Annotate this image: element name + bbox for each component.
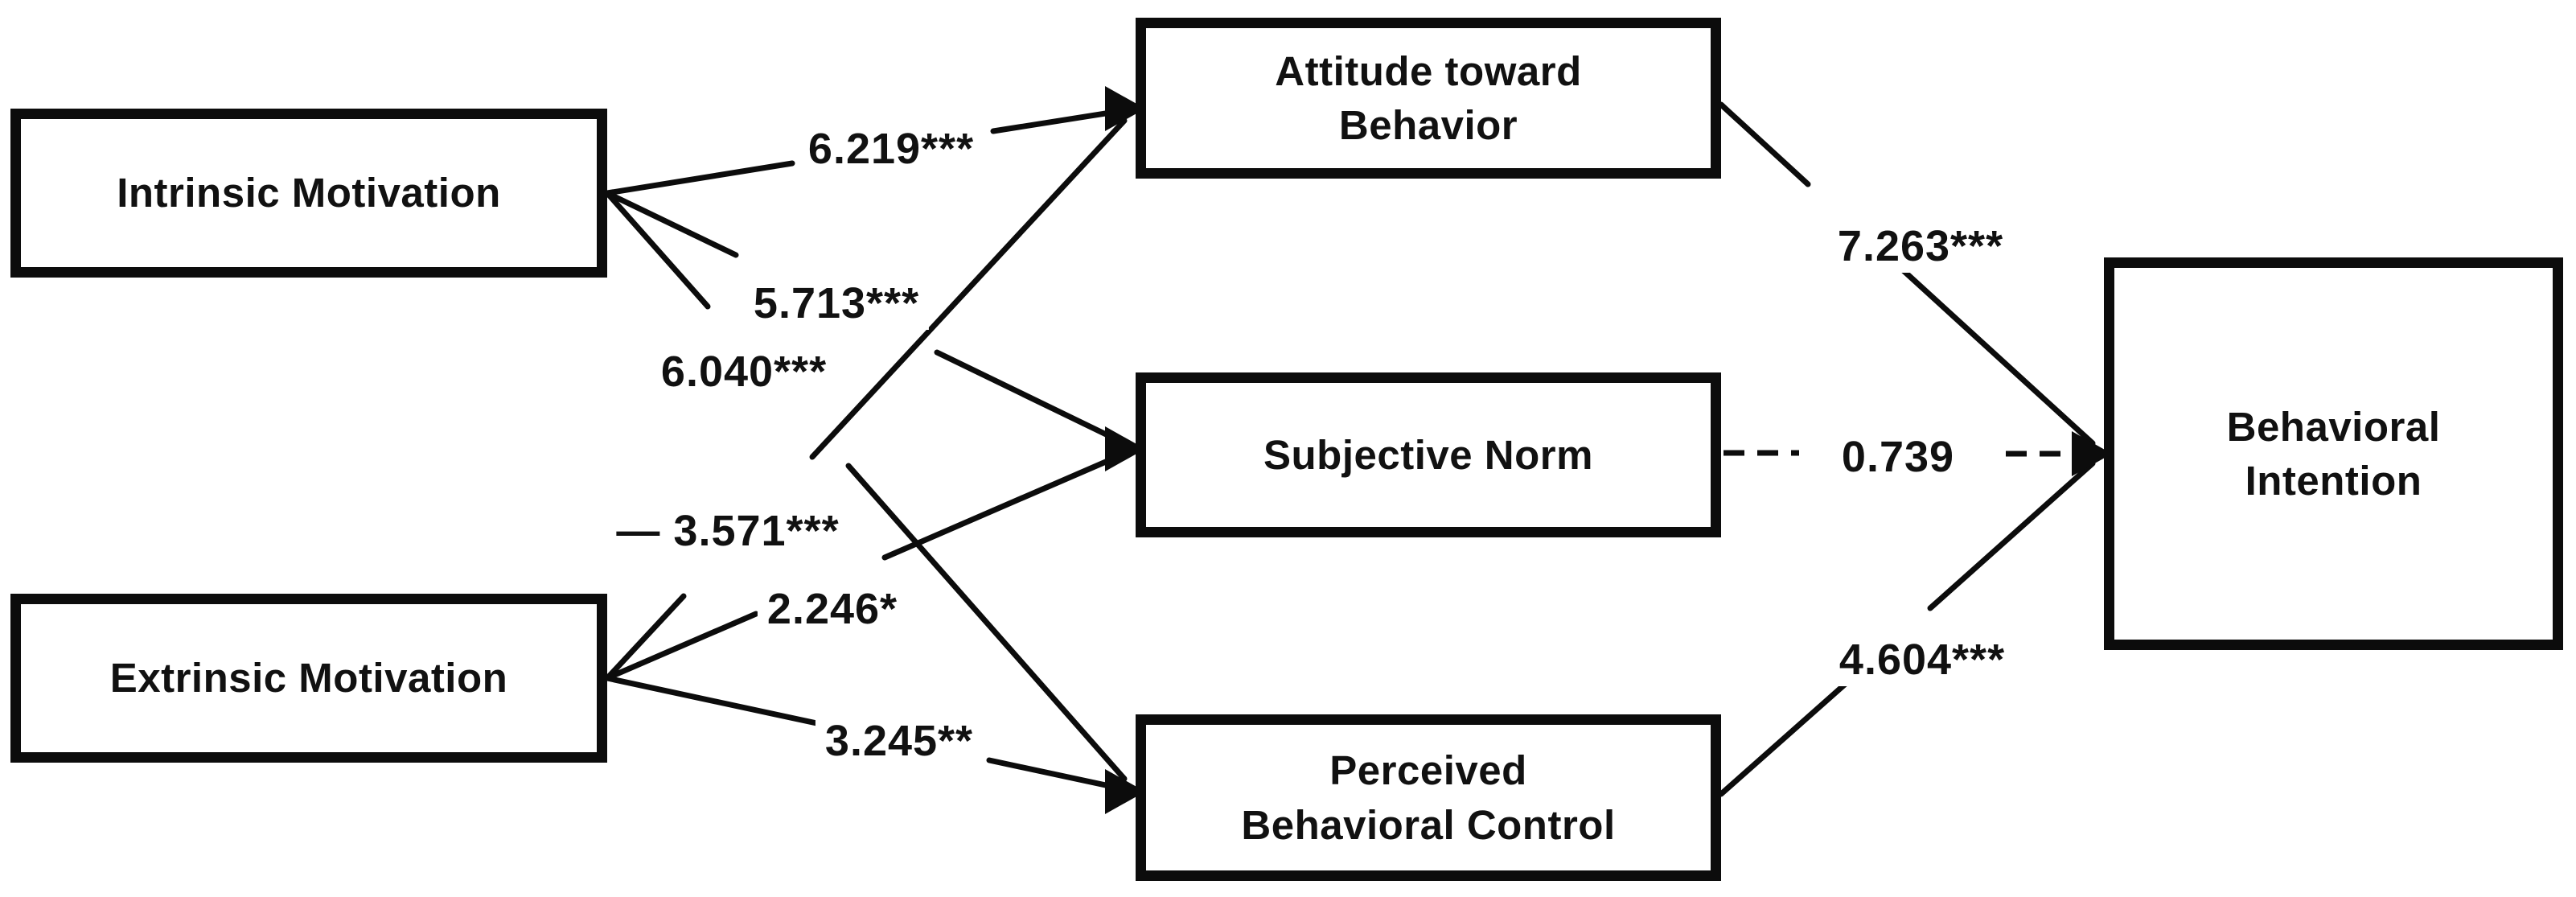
coefficient-intrinsic-pbc: 6.040*** — [651, 345, 837, 398]
node-perceived-behavioral-control: Perceived Behavioral Control — [1136, 714, 1721, 881]
arrowhead-into-pbc — [1105, 769, 1145, 814]
coefficient-attitude-intention: 7.263*** — [1827, 220, 2014, 273]
node-label-line2: Behavioral Control — [1241, 801, 1616, 848]
node-attitude-toward-behavior: Attitude toward Behavior — [1136, 18, 1721, 179]
coefficient-extrinsic-attitude: — 3.571*** — [606, 504, 849, 558]
node-label: Extrinsic Motivation — [109, 655, 508, 702]
edge-intrinsic-to-subjective-norm — [604, 190, 1128, 446]
edge-attitude-to-intention — [1718, 101, 2096, 446]
node-label-line1: Behavioral — [2226, 403, 2441, 450]
edge-intrinsic-to-attitude — [604, 107, 1129, 196]
edge-extrinsic-to-attitude — [604, 117, 1128, 681]
edge-pbc-to-intention — [1718, 460, 2096, 797]
coefficient-pbc-intention: 4.604*** — [1829, 633, 2015, 686]
edge-extrinsic-to-subjective-norm — [604, 451, 1128, 681]
edge-extrinsic-to-pbc — [604, 675, 1128, 792]
coefficient-intrinsic-attitude: 6.219*** — [798, 122, 984, 175]
arrowhead-into-intention — [2072, 431, 2112, 476]
node-label-line2: Behavior — [1338, 102, 1518, 148]
node-extrinsic-motivation: Extrinsic Motivation — [10, 594, 607, 763]
node-label: Intrinsic Motivation — [117, 170, 501, 216]
node-label-line2: Intention — [2245, 458, 2422, 504]
coefficient-extrinsic-subjective-norm: 2.246* — [757, 582, 908, 636]
arrowhead-into-attitude — [1105, 86, 1145, 131]
edge-intrinsic-to-pbc — [604, 190, 1128, 782]
coefficient-subjective-norm-intention: 0.739 — [1831, 430, 1965, 483]
node-behavioral-intention: Behavioral Intention — [2104, 257, 2563, 650]
node-intrinsic-motivation: Intrinsic Motivation — [10, 109, 607, 278]
node-label-line1: Attitude toward — [1275, 47, 1582, 94]
node-subjective-norm: Subjective Norm — [1136, 372, 1721, 537]
coefficient-extrinsic-pbc: 3.245** — [815, 714, 984, 767]
coefficient-intrinsic-subjective-norm: 5.713*** — [743, 277, 930, 330]
arrowhead-into-subjective-norm — [1105, 426, 1145, 471]
node-label-line1: Perceived — [1329, 747, 1527, 794]
node-label: Subjective Norm — [1263, 431, 1593, 478]
